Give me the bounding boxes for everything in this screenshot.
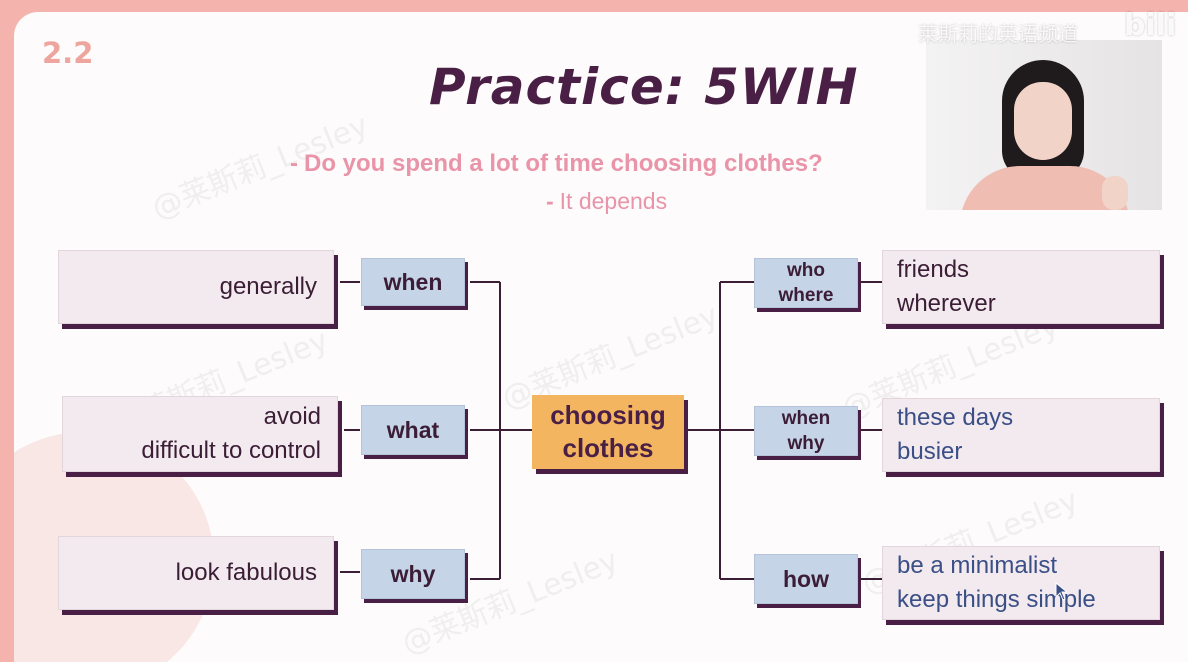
answer-line: busier xyxy=(897,438,963,465)
answer-box-when: generally xyxy=(58,250,334,324)
center-line: clothes xyxy=(562,433,654,463)
question-box-when: when xyxy=(361,258,465,306)
answer-box-how: be a minimalist keep things simple xyxy=(882,546,1160,620)
slide-number: 2.2 xyxy=(42,36,94,70)
answer-box-what: avoid difficult to control xyxy=(62,396,338,472)
question-box-when-why: when why xyxy=(754,406,858,456)
question-box-who-where: who where xyxy=(754,258,858,308)
question-word: why xyxy=(787,433,825,454)
answer-box-who-where: friends wherever xyxy=(882,250,1160,324)
channel-watermark: 莱斯莉的英语频道 xyxy=(918,22,1078,46)
question-box-how: how xyxy=(754,554,858,604)
presenter-hand xyxy=(1102,176,1128,210)
answer-line: these days xyxy=(897,404,1014,431)
question-word: who xyxy=(787,260,825,281)
question-word: how xyxy=(783,565,829,592)
webcam-video xyxy=(926,40,1162,210)
bilibili-logo: bili xyxy=(1124,8,1177,43)
answer-box-when-why: these days busier xyxy=(882,398,1160,472)
question-word: when xyxy=(781,408,831,429)
mouse-pointer-icon xyxy=(1055,582,1069,601)
question-box-why: why xyxy=(361,549,465,599)
question-word: when xyxy=(383,268,443,295)
answer-line: wherever xyxy=(897,290,996,317)
question-word: why xyxy=(390,560,436,587)
question-word: where xyxy=(778,285,834,306)
mindmap-connectors xyxy=(340,281,882,580)
answer-line: avoid xyxy=(263,403,321,430)
center-topic-box: choosing clothes xyxy=(532,395,684,469)
answer-text: -It depends xyxy=(546,188,668,214)
center-line: choosing xyxy=(550,400,666,430)
answer-line: be a minimalist xyxy=(897,552,1058,579)
question-box-what: what xyxy=(361,405,465,455)
answer-line: friends xyxy=(897,256,970,283)
answer-line: difficult to control xyxy=(141,437,321,464)
presenter-face xyxy=(1014,82,1072,160)
answer-line: generally xyxy=(219,273,317,300)
answer-box-why: look fabulous xyxy=(58,536,334,610)
answer-line: look fabulous xyxy=(175,559,317,586)
question-word: what xyxy=(386,416,440,443)
slide-title: Practice: 5WIH xyxy=(429,58,859,116)
question-text: -Do you spend a lot of time choosing clo… xyxy=(290,150,823,177)
